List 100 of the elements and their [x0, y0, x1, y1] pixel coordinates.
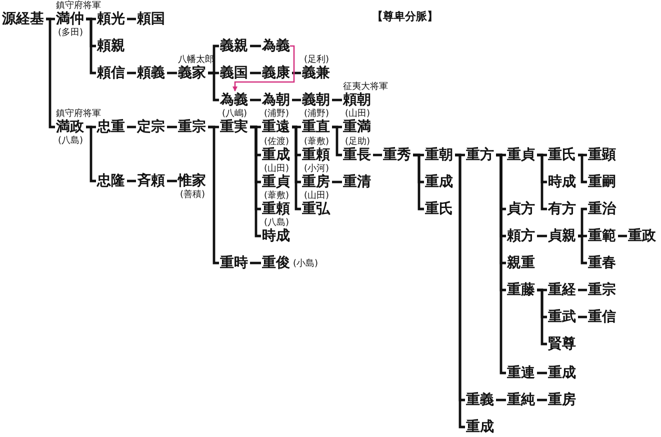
person-name: 源経基 — [2, 10, 44, 28]
person-name: 重方 — [466, 146, 494, 164]
lineage-line — [208, 126, 219, 264]
person-name: 重成 — [262, 146, 290, 164]
lineage-line — [537, 288, 547, 346]
person-name: 重俊 — [262, 254, 290, 272]
person-name: 重貞 — [262, 173, 290, 190]
person-name: 重頼 — [302, 146, 330, 164]
person-name: 賢尊 — [548, 335, 576, 353]
person-name: 義親 — [220, 37, 248, 55]
person-name: 重顕 — [588, 146, 616, 164]
person-name: 頼方 — [507, 227, 535, 245]
lineage-line — [332, 98, 342, 102]
person-name: 重朝 — [425, 146, 453, 164]
person-name: 定宗 — [137, 118, 165, 136]
note-label: (足助) — [345, 137, 370, 147]
person-name: 満政 — [56, 118, 84, 136]
person-name: 親重 — [507, 254, 535, 272]
person-name: 重頼 — [262, 200, 290, 218]
lineage-line — [373, 154, 382, 156]
person-name: 重治 — [588, 200, 616, 218]
person-name: 重実 — [220, 118, 248, 136]
lineage-line — [250, 262, 261, 264]
person-name: 斉頼 — [137, 172, 165, 190]
lineage-line — [46, 18, 55, 128]
lineage-line — [496, 154, 506, 374]
person-name: 貞親 — [548, 227, 576, 245]
note-label: (浦野) — [264, 109, 290, 119]
person-name: 重政 — [628, 227, 656, 245]
person-name: 忠隆 — [97, 172, 125, 190]
person-name: 重秀 — [383, 146, 411, 164]
lineage-line — [578, 208, 587, 238]
lineage-line — [578, 234, 587, 264]
person-name: 重貞 — [507, 146, 535, 164]
person-name: 重氏 — [548, 146, 576, 164]
person-name: 貞方 — [507, 200, 535, 218]
person-name: 為朝 — [262, 91, 290, 108]
lineage-line — [127, 180, 136, 182]
note-label: (善積) — [180, 190, 206, 200]
person-name: 重経 — [548, 281, 576, 299]
note-label: 鎮守府将軍 — [56, 1, 101, 11]
note-label: 征夷大将軍 — [343, 82, 388, 92]
person-name: 重遠 — [262, 118, 290, 136]
person-name: 重房 — [548, 391, 576, 409]
lineage-line — [537, 398, 547, 402]
person-name: 頼親 — [97, 37, 125, 55]
note-label: (八島) — [58, 136, 84, 146]
person-name: 重宗 — [588, 281, 616, 299]
person-name: 義国 — [220, 64, 248, 82]
person-name: 頼朝 — [343, 91, 371, 108]
person-name: 重直 — [302, 118, 330, 136]
person-name: 重成 — [425, 173, 453, 191]
person-name: 重範 — [588, 227, 616, 245]
person-name: 重成 — [548, 364, 576, 382]
lineage-line — [127, 72, 136, 74]
person-name: 重成 — [466, 418, 494, 436]
note-label: (八島) — [264, 218, 290, 228]
note-label: (山田) — [345, 109, 370, 119]
note-label: (佐渡) — [264, 137, 290, 147]
lineage-line — [578, 288, 587, 292]
person-name: 重春 — [588, 254, 616, 272]
person-name: 義家 — [178, 64, 206, 82]
person-name: 重嗣 — [588, 173, 616, 191]
lineage-line — [537, 372, 547, 374]
lineage-line — [250, 72, 261, 74]
lineage-line — [292, 98, 301, 102]
person-name: 重宗 — [178, 118, 206, 136]
person-name: 為義 — [220, 91, 248, 108]
lineage-line — [292, 72, 301, 74]
lineage-line — [332, 126, 342, 156]
person-name: 重満 — [343, 118, 371, 136]
note-label: 八幡太郎 — [178, 55, 214, 65]
note-label: (小島) — [293, 259, 318, 269]
lineage-line — [250, 126, 261, 238]
person-name: 有方 — [548, 200, 576, 218]
person-name: 頼光 — [97, 10, 125, 28]
person-name: 重長 — [343, 146, 371, 164]
person-name: 重藤 — [507, 281, 535, 299]
person-name: 重弘 — [302, 200, 330, 218]
lineage-line — [167, 126, 177, 128]
lineage-line — [167, 180, 177, 182]
lineage-line — [537, 154, 547, 210]
lineage-line — [413, 154, 424, 210]
lineage-line — [496, 398, 506, 402]
note-label: 鎮守府将軍 — [56, 109, 101, 119]
lineage-line — [537, 234, 547, 238]
lineage-line — [86, 126, 96, 182]
lineage-line — [127, 126, 136, 128]
person-name: 重清 — [343, 173, 371, 191]
note-label: (山田) — [304, 191, 330, 201]
lineage-line — [578, 154, 587, 184]
lineage-line — [167, 72, 177, 74]
note-label: (足利) — [304, 55, 330, 65]
person-name: 重房 — [302, 173, 330, 190]
person-name: 義康 — [262, 64, 290, 82]
person-name: 重連 — [507, 364, 535, 382]
person-name: 重義 — [466, 391, 494, 409]
lineage-line — [578, 316, 587, 318]
adoption-arrow — [232, 45, 295, 92]
person-name: 時成 — [262, 227, 290, 245]
